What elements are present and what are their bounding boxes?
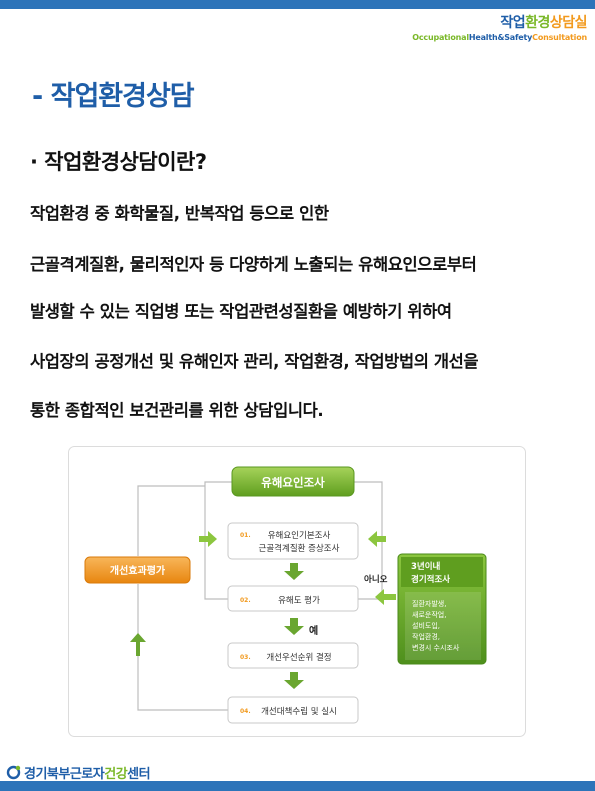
step-box-02: 02. 유해도 평가 <box>227 585 359 612</box>
paragraph-line: 근골격계질환, 물리적인자 등 다양하게 노출되는 유해요인으로부터 <box>30 255 477 274</box>
loop-lines <box>137 481 383 711</box>
down-arrow-icon <box>284 672 304 689</box>
svg-text:개선우선순위 결정: 개선우선순위 결정 <box>266 652 331 663</box>
svg-text:유해요인기본조사: 유해요인기본조사 <box>268 530 331 541</box>
bottom-accent-bar <box>0 781 595 791</box>
down-arrow-icon <box>284 563 304 580</box>
org-logo-icon <box>6 765 21 780</box>
down-arrow-icon <box>284 618 304 635</box>
left-box: 개선효과평가 <box>84 556 191 584</box>
section-heading: · 작업환경상담이란? <box>30 150 207 174</box>
left-arrow-icon <box>368 531 386 547</box>
brand-subtitle: OccupationalHealth&SafetyConsultation <box>412 33 587 42</box>
brand-title: 작업환경상담실 <box>500 15 587 31</box>
paragraph-line: 사업장의 공정개선 및 유해인자 관리, 작업환경, 작업방법의 개선을 <box>30 352 479 371</box>
svg-text:02.: 02. <box>240 597 251 604</box>
paragraph-line: 작업환경 중 화학물질, 반복작업 등으로 인한 <box>30 204 329 223</box>
paragraph-line: 발생할 수 있는 직업병 또는 작업관련성질환을 예방하기 위하여 <box>30 302 452 321</box>
svg-text:근골격계질환 증상조사: 근골격계질환 증상조사 <box>259 543 340 554</box>
paragraph-line: 통한 종합적인 보건관리를 위한 상담입니다. <box>30 401 324 420</box>
svg-text:개선대책수립 및 실시: 개선대책수립 및 실시 <box>261 706 337 717</box>
page-title: - 작업환경상담 <box>32 81 195 112</box>
step-box-03: 03. 개선우선순위 결정 <box>227 642 359 669</box>
top-accent-bar <box>0 0 595 9</box>
top-box: 유해요인조사 <box>231 466 355 497</box>
svg-text:질환자발생,: 질환자발생, <box>412 599 446 608</box>
footer-org-name: 경기북부근로자건강센터 <box>24 767 151 782</box>
left-arrow-icon <box>375 589 396 605</box>
svg-text:개선효과평가: 개선효과평가 <box>110 564 166 577</box>
svg-text:변경시 수시조사: 변경시 수시조사 <box>412 643 460 652</box>
svg-text:3년이내: 3년이내 <box>411 561 441 572</box>
down-arrows <box>284 563 304 689</box>
svg-text:설비도입,: 설비도입, <box>412 621 440 630</box>
svg-text:새로운작업,: 새로운작업, <box>412 610 446 619</box>
brand-logo: 작업환경상담실 OccupationalHealth&SafetyConsult… <box>412 12 587 42</box>
process-diagram: 유해요인조사 01. 유해요인기본조사 근골격계질환 증상조사 02. 유해도 … <box>68 446 526 737</box>
footer-logo: 경기북부근로자건강센터 <box>6 763 151 782</box>
step-box-01: 01. 유해요인기본조사 근골격계질환 증상조사 <box>227 522 359 560</box>
right-box: 3년이내 경기적조사 질환자발생, 새로운작업, 설비도입, 작업환경, 변경시… <box>397 553 487 665</box>
svg-text:01.: 01. <box>240 532 251 539</box>
yes-label: 예 <box>309 624 318 637</box>
up-arrow-icon <box>130 633 146 656</box>
step-box-04: 04. 개선대책수립 및 실시 <box>227 696 359 724</box>
svg-text:03.: 03. <box>240 654 251 661</box>
svg-text:유해도 평가: 유해도 평가 <box>278 595 320 606</box>
svg-text:작업환경,: 작업환경, <box>412 632 440 641</box>
svg-text:04.: 04. <box>240 708 251 715</box>
svg-text:유해요인조사: 유해요인조사 <box>261 476 325 490</box>
right-arrow-icon <box>199 531 217 547</box>
svg-text:경기적조사: 경기적조사 <box>411 574 450 585</box>
no-label: 아니오 <box>364 574 388 585</box>
